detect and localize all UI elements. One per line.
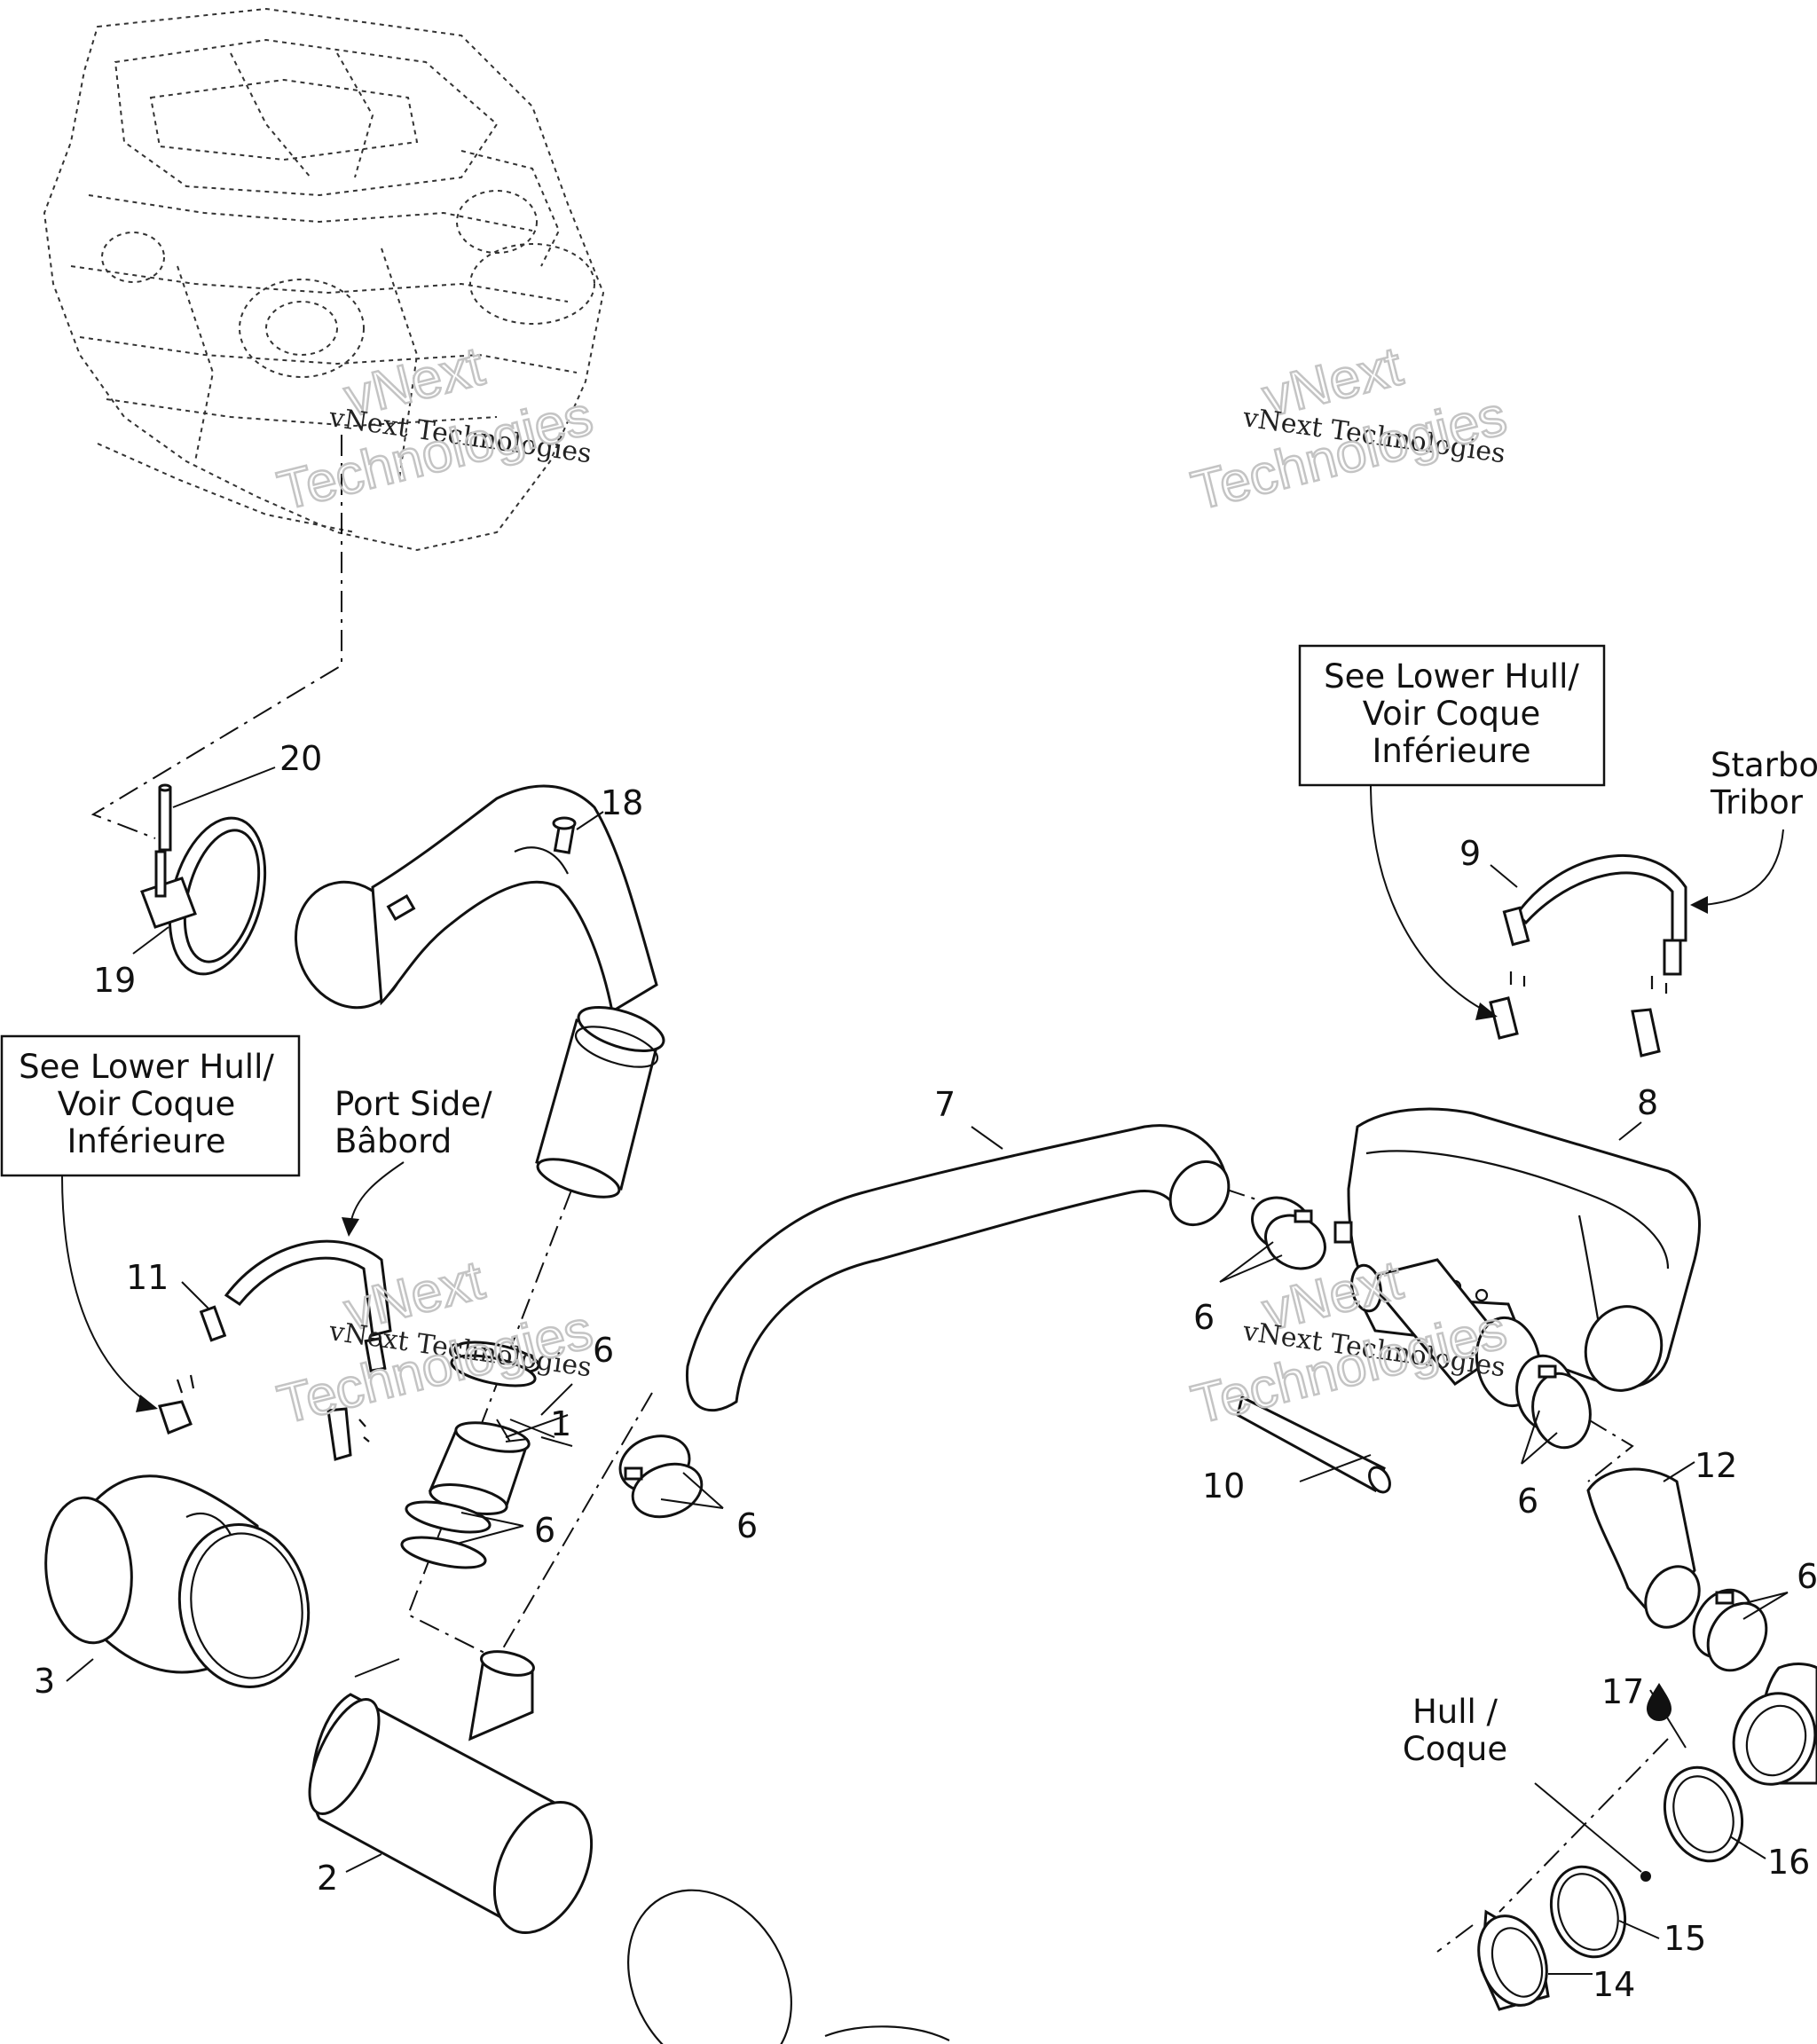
leader-lines (66, 766, 1789, 1975)
callout-6-coupling-lower: 6 (534, 1511, 555, 1550)
callout-18: 18 (601, 783, 643, 822)
part-19-clamp (140, 816, 267, 976)
svg-text:Inférieure: Inférieure (1372, 732, 1530, 770)
part-12-elbow (1586, 1467, 1701, 1629)
part-15-ring (1549, 1865, 1627, 1959)
note-starboard: Starbo Tribor (1710, 746, 1817, 822)
part-6-clamp-upper-coupling (450, 1340, 540, 1388)
svg-text:Bâbord: Bâbord (334, 1122, 452, 1160)
part-14-band-clamp-bottom (627, 1889, 950, 2044)
watermark-top-right: vNext vNext Technologies Technologies (1184, 334, 1513, 523)
part-6-clamp-hose-upper (1251, 1196, 1326, 1270)
svg-text:Hull /: Hull / (1412, 1693, 1498, 1731)
callout-14: 14 (1593, 1965, 1635, 2004)
part-11-port-strap (199, 1239, 392, 1372)
callout-6-waterbox-inlet: 6 (1193, 1298, 1215, 1337)
svg-text:Voir Coque: Voir Coque (58, 1085, 236, 1123)
engine-ghost-outline (43, 7, 605, 552)
part-20-stud (158, 783, 172, 852)
callout-9: 9 (1459, 834, 1481, 873)
callout-10: 10 (1202, 1466, 1245, 1505)
part-3-sleeve (44, 1474, 311, 1688)
starboard-strap-brackets (1489, 971, 1668, 1057)
svg-text:Coque: Coque (1403, 1730, 1507, 1768)
svg-text:Voir Coque: Voir Coque (1363, 695, 1541, 733)
callout-20: 20 (279, 739, 322, 778)
part-10-hose (1236, 1395, 1391, 1494)
part-16-gasket (1663, 1765, 1744, 1863)
callout-6-coupling-upper: 6 (593, 1331, 614, 1370)
callout-numbers: 20 19 18 6 1 6 6 7 8 6 9 10 6 12 6 17 16… (34, 739, 1817, 2004)
callout-6-outlet: 6 (1517, 1482, 1538, 1521)
callout-8: 8 (1637, 1083, 1658, 1122)
part-6-clamp-hose-lower (618, 1435, 704, 1519)
callout-2: 2 (317, 1859, 338, 1898)
callout-15: 15 (1664, 1919, 1706, 1958)
port-strap-brackets (158, 1374, 370, 1461)
watermark-top-left: vNext vNext Technologies Technologies (271, 334, 599, 523)
part-2-muffler (308, 1650, 594, 1935)
svg-text:Inférieure: Inférieure (67, 1122, 225, 1160)
note-lower-hull-right: See Lower Hull/ Voir Coque Inférieure (1298, 644, 1606, 787)
part-6-clamp-outlet (1515, 1354, 1592, 1450)
callout-19: 19 (93, 961, 136, 1000)
callout-11: 11 (126, 1258, 169, 1297)
callout-6-elbow: 6 (1797, 1557, 1817, 1596)
svg-text:Port Side/: Port Side/ (334, 1085, 492, 1123)
callout-17: 17 (1601, 1672, 1644, 1711)
svg-text:See Lower Hull/: See Lower Hull/ (19, 1048, 274, 1086)
note-hull: Hull / Coque (1403, 1693, 1507, 1768)
part-6-clamp-elbow (1692, 1588, 1768, 1672)
part-7-hose (685, 1124, 1231, 1411)
part-14-nut (1477, 1909, 1550, 2011)
drop-icon (1647, 1683, 1671, 1721)
note-port-side: Port Side/ Bâbord (334, 1085, 492, 1160)
callout-7: 7 (934, 1085, 956, 1124)
svg-text:See Lower Hull/: See Lower Hull/ (1324, 657, 1579, 696)
callout-16: 16 (1767, 1843, 1810, 1882)
callout-6-hose: 6 (736, 1506, 758, 1545)
part-6-clamp-lower-coupling (400, 1500, 492, 1569)
callout-12: 12 (1695, 1446, 1737, 1485)
hull-point-marker (1640, 1871, 1651, 1882)
hull-outlet-fitting (1732, 1663, 1817, 1786)
svg-text:Tribor: Tribor (1710, 783, 1804, 822)
note-lower-hull-left: See Lower Hull/ Voir Coque Inférieure (0, 1034, 301, 1177)
part-9-starboard-strap (1502, 853, 1687, 976)
note-pointer-arrows (61, 784, 1784, 1412)
callout-1: 1 (550, 1404, 571, 1443)
callout-3: 3 (34, 1662, 55, 1701)
part-18-exhaust-pipe (294, 784, 665, 1199)
svg-text:Starbo: Starbo (1711, 746, 1817, 784)
